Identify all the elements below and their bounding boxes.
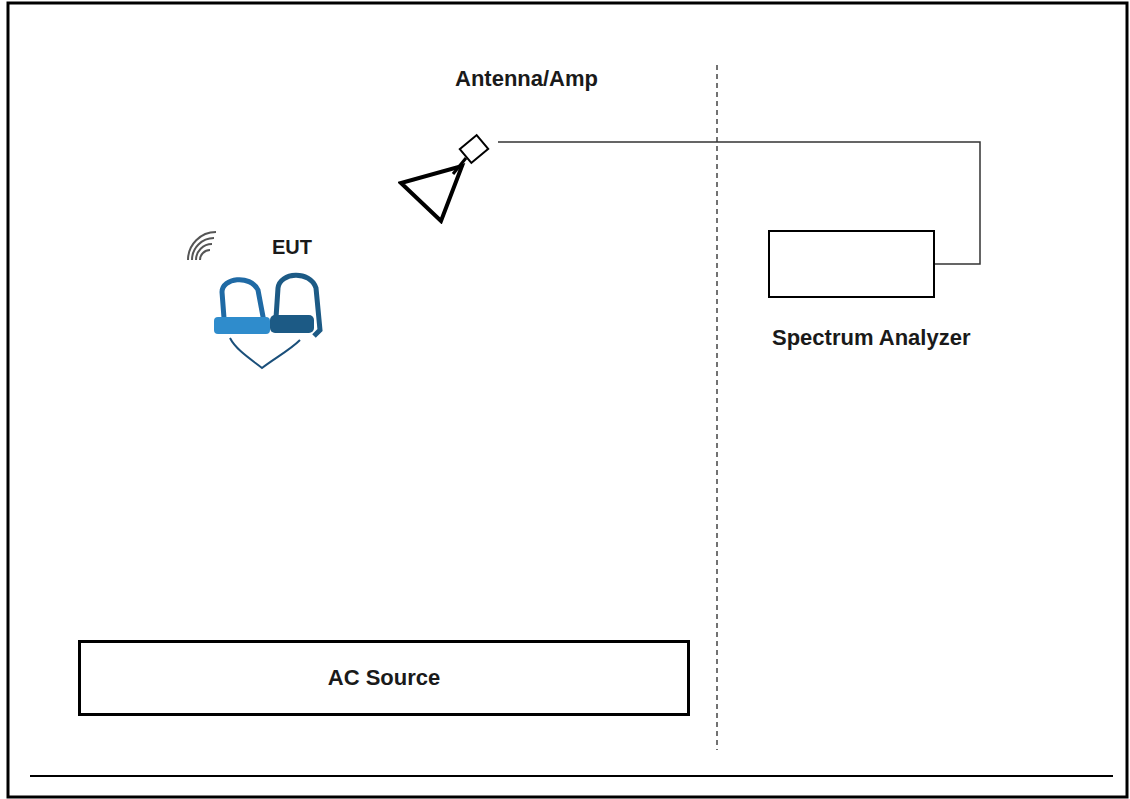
frame: [8, 3, 1127, 797]
node-label: AC Source: [328, 665, 440, 691]
wireless-icon: [188, 232, 216, 260]
antenna-amp: Antenna/Amp: [398, 128, 498, 224]
analyzer-box: Spectrum Analyzer: [768, 230, 935, 298]
divider-line: [716, 65, 718, 750]
node-label: Spectrum Analyzer: [772, 325, 970, 351]
antenna-symbol: [398, 128, 498, 224]
device-label: EUT: [272, 236, 312, 259]
earphones-icon: [214, 275, 320, 368]
rule-line: [30, 775, 1113, 777]
node-label: Antenna/Amp: [455, 66, 598, 92]
source-box: AC Source: [78, 640, 690, 716]
